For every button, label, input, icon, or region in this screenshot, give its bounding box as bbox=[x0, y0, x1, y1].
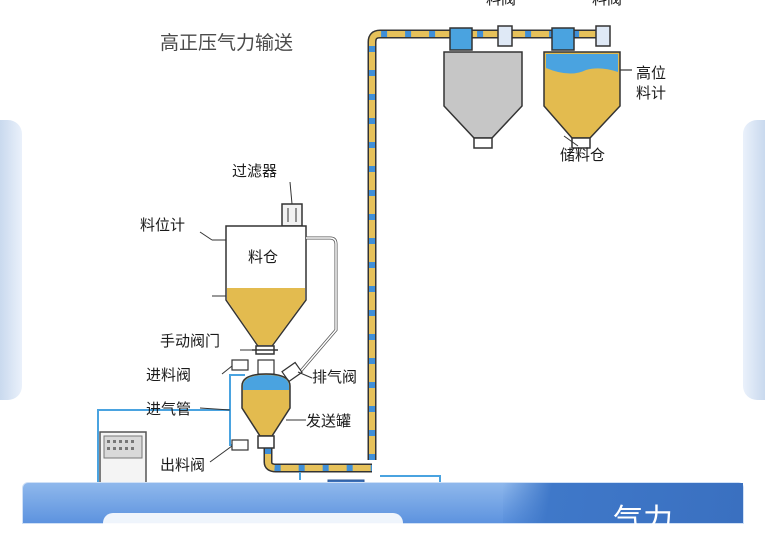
level-gauge-label: 料位计 bbox=[140, 216, 186, 234]
control-cabinet bbox=[99, 431, 147, 485]
high-level-label-line2: 料计 bbox=[636, 84, 667, 102]
sending-tank-label: 发送罐 bbox=[306, 412, 352, 430]
exhaust-valve bbox=[281, 361, 303, 383]
conveying-pipe bbox=[367, 29, 600, 460]
discharge-valve-label: 出料阀 bbox=[160, 456, 206, 474]
right-edge-decoration bbox=[743, 120, 765, 400]
filter-label: 过滤器 bbox=[232, 162, 278, 180]
banner-glyph: 气力 bbox=[613, 503, 673, 538]
top-valve-label-2: 料阀 bbox=[592, 0, 622, 7]
banner-pill bbox=[103, 513, 403, 533]
feed-valve bbox=[231, 359, 275, 375]
silo bbox=[212, 203, 338, 373]
left-edge-decoration bbox=[0, 120, 22, 400]
high-level-label-line1: 高位 bbox=[636, 64, 667, 82]
exhaust-valve-label: 排气阀 bbox=[312, 368, 358, 386]
receiving-bin-1 bbox=[443, 25, 523, 149]
horizontal-pipe bbox=[263, 448, 372, 473]
top-valve-label-1: 料阀 bbox=[486, 0, 516, 7]
bottom-banner: 气力 bbox=[22, 482, 744, 538]
air-inlet-label: 进气管 bbox=[146, 400, 192, 418]
leader-lines bbox=[199, 135, 579, 463]
diagram-title: 高正压气力输送 bbox=[160, 32, 294, 54]
pneumatic-conveying-diagram bbox=[97, 25, 632, 495]
feed-valve-label: 进料阀 bbox=[146, 366, 192, 384]
storage-bin bbox=[543, 25, 632, 149]
sending-tank bbox=[241, 373, 306, 449]
silo-label: 料仓 bbox=[248, 248, 279, 266]
storage-bin-label: 储料仓 bbox=[560, 146, 606, 164]
manual-valve-label: 手动阀门 bbox=[160, 332, 221, 350]
manual-valve bbox=[252, 345, 278, 355]
discharge-valve bbox=[231, 439, 249, 451]
